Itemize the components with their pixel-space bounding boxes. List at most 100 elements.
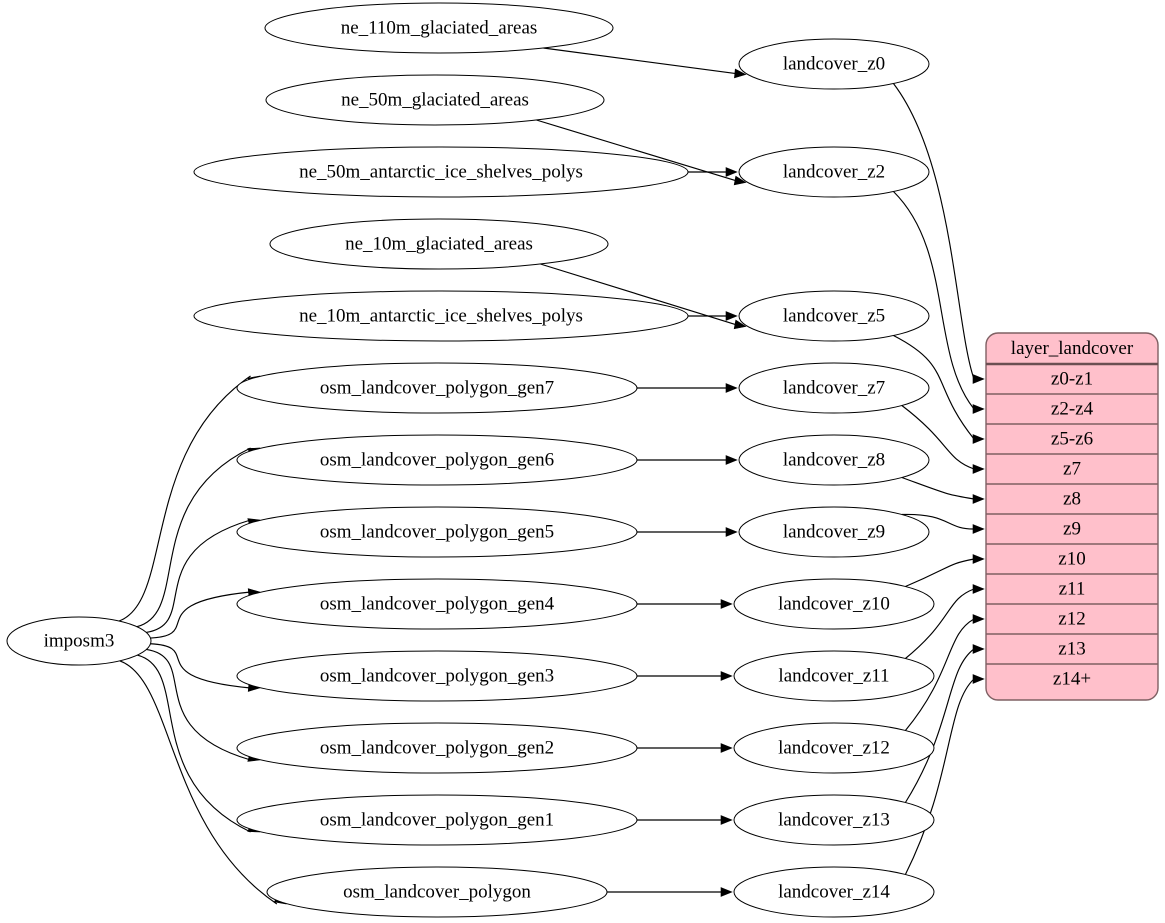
edge-osm_landcover_polygon_gen5-to-landcover_z9 [637,527,738,537]
table-row-z10[interactable]: z10 [1058,548,1085,569]
edges-layer [118,47,985,905]
node-label: landcover_z9 [783,521,885,542]
node-landcover_z7[interactable]: landcover_z7 [738,362,930,414]
node-label: osm_landcover_polygon_gen4 [320,593,555,614]
edge-osm_landcover_polygon_gen4-to-landcover_z10 [637,599,733,609]
node-label: ne_110m_glaciated_areas [341,17,538,38]
node-label: imposm3 [44,630,115,651]
edge-imposm3-to-osm_landcover_polygon_gen7 [118,375,261,622]
node-label: landcover_z2 [783,161,885,182]
node-osm_landcover_polygon_gen1[interactable]: osm_landcover_polygon_gen1 [236,794,638,846]
node-landcover_z12[interactable]: landcover_z12 [733,722,935,774]
table-row-label: z9 [1063,518,1081,539]
edge-osm_landcover_polygon_gen6-to-landcover_z8 [637,455,738,465]
edge-landcover_z11-to-layer_landcover-z11 [905,584,985,659]
node-label: landcover_z14 [778,881,890,902]
edge-ne_10m_glaciated_areas-to-landcover_z5 [540,263,747,330]
table-row-label: z2-z4 [1051,398,1094,419]
node-osm_landcover_polygon_gen6[interactable]: osm_landcover_polygon_gen6 [236,434,638,486]
node-landcover_z9[interactable]: landcover_z9 [738,506,930,558]
edge-landcover_z13-to-layer_landcover-z13 [904,644,985,803]
table-row-z0-z1[interactable]: z0-z1 [1051,368,1093,389]
table-row-z8[interactable]: z8 [1063,488,1081,509]
node-ne_10m_glaciated_areas[interactable]: ne_10m_glaciated_areas [269,218,609,270]
node-ne_110m_glaciated_areas[interactable]: ne_110m_glaciated_areas [264,2,614,54]
table-row-z5-z6[interactable]: z5-z6 [1051,428,1093,449]
edge-ne_110m_glaciated_areas-to-landcover_z0 [543,47,747,79]
node-landcover_z10[interactable]: landcover_z10 [733,578,935,630]
node-label: osm_landcover_polygon_gen3 [320,665,554,686]
node-landcover_z5[interactable]: landcover_z5 [738,290,930,342]
layer-landcover-table[interactable]: layer_landcover z0-z1 z2-z4 z5-z6 z7 z8 z9 z10 z… [985,332,1159,701]
edge-osm_landcover_polygon-to-landcover_z14 [607,887,733,897]
node-label: landcover_z0 [783,53,885,74]
node-label: landcover_z5 [783,305,885,326]
node-label: osm_landcover_polygon_gen5 [320,521,554,542]
node-label: ne_50m_antarctic_ice_shelves_polys [299,161,583,182]
node-landcover_z13[interactable]: landcover_z13 [733,794,935,846]
table-row-z7[interactable]: z7 [1063,458,1081,479]
nodes-layer: imposm3 ne_110m_glaciated_areas ne_50m_gla… [6,2,935,918]
node-ne_50m_glaciated_areas[interactable]: ne_50m_glaciated_areas [265,74,605,126]
node-ne_50m_antarctic_ice_shelves_polys[interactable]: ne_50m_antarctic_ice_shelves_polys [193,146,689,198]
node-landcover_z8[interactable]: landcover_z8 [738,434,930,486]
node-ne_10m_antarctic_ice_shelves_polys[interactable]: ne_10m_antarctic_ice_shelves_polys [193,290,689,342]
node-label: osm_landcover_polygon [343,881,531,902]
node-osm_landcover_polygon_gen2[interactable]: osm_landcover_polygon_gen2 [236,722,638,774]
node-label: osm_landcover_polygon_gen7 [320,377,554,398]
edge-landcover_z0-to-layer_landcover-z0-z1 [892,83,985,384]
edge-landcover_z10-to-layer_landcover-z10 [905,554,985,588]
table-row-z13[interactable]: z13 [1058,638,1085,659]
node-osm_landcover_polygon_gen4[interactable]: osm_landcover_polygon_gen4 [236,578,638,630]
table-row-label: z0-z1 [1051,368,1093,389]
edge-osm_landcover_polygon_gen2-to-landcover_z12 [637,743,733,753]
table-header-label: layer_landcover [1011,338,1134,359]
node-label: landcover_z11 [778,665,889,686]
node-osm_landcover_polygon_gen5[interactable]: osm_landcover_polygon_gen5 [236,506,638,558]
edge-imposm3-to-osm_landcover_polygon [119,660,287,905]
node-label: osm_landcover_polygon_gen2 [320,737,554,758]
node-label: landcover_z13 [778,809,890,830]
edge-landcover_z14-to-layer_landcover-z14+ [904,674,985,875]
node-label: ne_10m_glaciated_areas [345,233,533,254]
edge-ne_10m_antarctic_ice_shelves_polys-to-landcover_z5 [688,311,738,321]
node-label: landcover_z8 [783,449,885,470]
node-osm_landcover_polygon[interactable]: osm_landcover_polygon [266,866,608,918]
edge-landcover_z2-to-layer_landcover-z2-z4 [893,191,985,414]
table-row-z12[interactable]: z12 [1058,608,1085,629]
table-row-label: z12 [1058,608,1085,629]
table-row-label: z5-z6 [1051,428,1093,449]
table-row-z14+[interactable]: z14+ [1053,668,1091,689]
edge-landcover_z7-to-layer_landcover-z7 [901,405,985,474]
table-row-label: z11 [1059,578,1086,599]
table-row-z2-z4[interactable]: z2-z4 [1051,398,1094,419]
edge-imposm3-to-osm_landcover_polygon_gen4 [150,588,261,639]
node-osm_landcover_polygon_gen7[interactable]: osm_landcover_polygon_gen7 [236,362,638,414]
node-label: landcover_z12 [778,737,890,758]
table-row-label: z10 [1058,548,1085,569]
table-row-label: z7 [1063,458,1081,479]
node-label: landcover_z7 [783,377,885,398]
node-label: ne_50m_glaciated_areas [341,89,529,110]
node-imposm3[interactable]: imposm3 [6,616,152,666]
node-label: ne_10m_antarctic_ice_shelves_polys [299,305,583,326]
node-label: osm_landcover_polygon_gen1 [320,809,554,830]
edge-ne_50m_glaciated_areas-to-landcover_z2 [536,119,747,186]
edge-landcover_z8-to-layer_landcover-z8 [901,476,985,504]
table-row-label: z14+ [1053,668,1091,689]
node-landcover_z0[interactable]: landcover_z0 [738,38,930,90]
edge-landcover_z12-to-layer_landcover-z12 [904,614,985,731]
node-landcover_z11[interactable]: landcover_z11 [733,650,935,702]
edge-osm_landcover_polygon_gen7-to-landcover_z7 [637,383,738,393]
node-landcover_z2[interactable]: landcover_z2 [738,146,930,198]
node-osm_landcover_polygon_gen3[interactable]: osm_landcover_polygon_gen3 [236,650,638,702]
edge-ne_50m_antarctic_ice_shelves_polys-to-landcover_z2 [688,167,738,177]
table-row-z11[interactable]: z11 [1059,578,1086,599]
edge-osm_landcover_polygon_gen1-to-landcover_z13 [637,815,733,825]
table-row-z9[interactable]: z9 [1063,518,1081,539]
edge-osm_landcover_polygon_gen3-to-landcover_z11 [637,671,733,681]
table-row-label: z8 [1063,488,1081,509]
node-landcover_z14[interactable]: landcover_z14 [733,866,935,918]
